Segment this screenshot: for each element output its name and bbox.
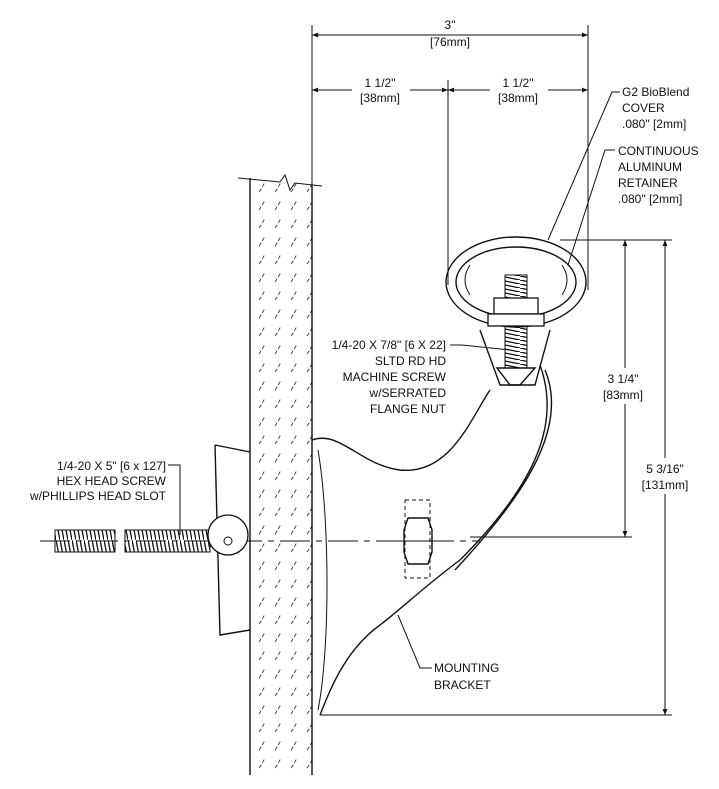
dim-label: [38mm]	[498, 91, 538, 105]
dim-label: 3 1/4"	[608, 372, 639, 386]
callout-text: CONTINUOUS	[618, 144, 699, 158]
callout-text: SLTD RD HD	[375, 354, 446, 368]
callout-bracket: MOUNTING BRACKET	[397, 614, 499, 692]
callout-machine-screw: 1/4-20 X 7/8" [6 X 22] SLTD RD HD MACHIN…	[332, 338, 511, 416]
callout-text: .080" [2mm]	[618, 192, 682, 206]
hex-head-screw	[40, 444, 480, 636]
dimension-half-widths: 1 1/2" [38mm] 1 1/2" [38mm]	[312, 74, 588, 285]
callout-text: w/SERRATED	[369, 386, 447, 400]
dim-label: [76mm]	[430, 35, 470, 49]
dim-label: [38mm]	[360, 91, 400, 105]
callout-text: HEX HEAD SCREW	[57, 474, 167, 488]
callout-text: G2 BioBlend	[622, 85, 689, 99]
dim-label: 5 3/16"	[646, 462, 684, 476]
callout-text: MACHINE SCREW	[343, 370, 447, 384]
callout-text: MOUNTING	[434, 661, 499, 675]
callout-hex-screw: 1/4-20 X 5" [6 x 127] HEX HEAD SCREW w/P…	[29, 459, 181, 535]
callout-text: 1/4-20 X 5" [6 x 127]	[57, 459, 166, 473]
callout-text: 1/4-20 X 7/8" [6 X 22]	[332, 338, 446, 352]
callout-text: FLANGE NUT	[370, 402, 447, 416]
mounting-bracket	[311, 329, 553, 716]
callout-text: RETAINER	[618, 176, 678, 190]
dim-label: 1 1/2"	[503, 76, 534, 90]
dim-label: 3"	[445, 18, 456, 32]
dimension-overall-width: 3" [76mm]	[311, 18, 589, 440]
callout-text: COVER	[622, 101, 665, 115]
callout-text: w/PHILLIPS HEAD SLOT	[29, 489, 167, 503]
callout-retainer: CONTINUOUS ALUMINUM RETAINER .080" [2mm]	[567, 144, 699, 266]
callout-text: ALUMINUM	[618, 160, 682, 174]
wall-section	[237, 173, 323, 775]
dim-label: [131mm]	[642, 478, 689, 492]
callout-text: BRACKET	[434, 678, 491, 692]
callout-cover: G2 BioBlend COVER .080" [2mm]	[547, 85, 689, 241]
cover-assembly	[445, 236, 587, 386]
dim-label: 1 1/2"	[365, 76, 396, 90]
dimension-heights: 3 1/4" [83mm] 5 3/16" [131mm]	[320, 239, 696, 716]
callout-text: .080" [2mm]	[622, 117, 686, 131]
dim-label: [83mm]	[603, 388, 643, 402]
